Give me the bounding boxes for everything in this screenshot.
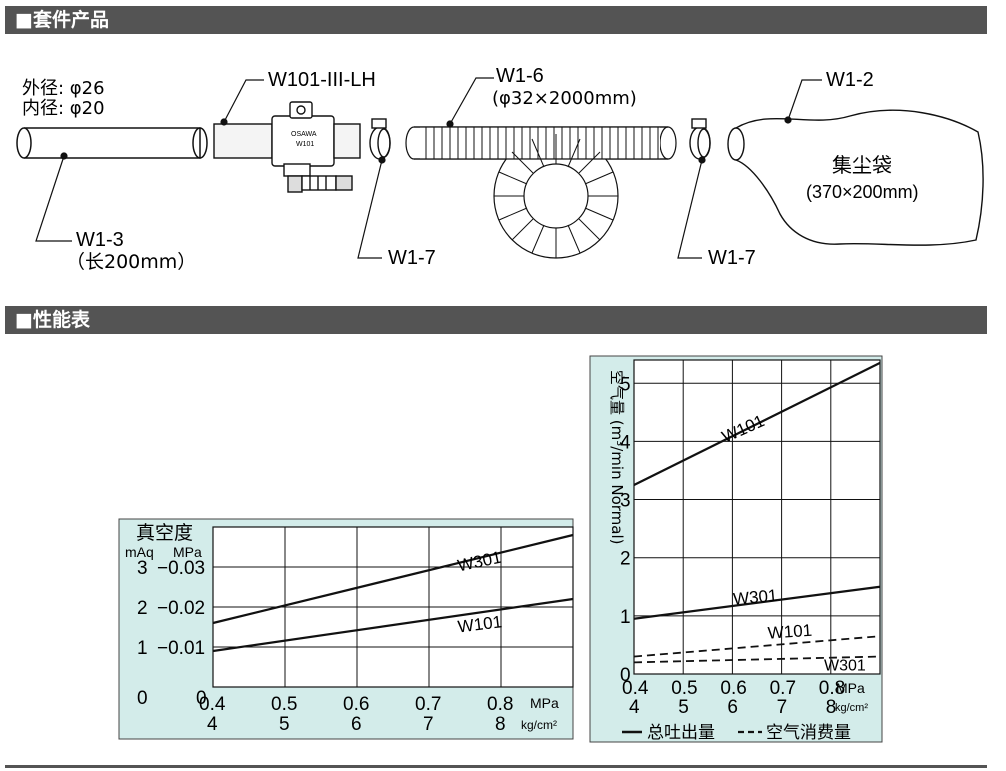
vacuum-x-unit-mpa: MPa — [530, 695, 559, 711]
airflow-x-tick-mpa: 0.8 — [819, 678, 845, 699]
w1-2-dust-bag — [727, 109, 984, 246]
airflow-y-tick: 4 — [620, 432, 631, 453]
vacuum-y-unit-mpa: MPa — [173, 544, 202, 560]
vacuum-x-tick-kg: 4 — [207, 714, 218, 735]
vacuum-x-tick-mpa: 0.4 — [199, 694, 226, 715]
vacuum-x-tick-kg: 8 — [495, 714, 506, 735]
w1-2-name: 集尘袋 — [832, 153, 892, 177]
airflow-y-tick: 0 — [620, 665, 631, 686]
w1-7-left-leader — [357, 156, 386, 259]
airflow-x-unit-mpa: MPa — [836, 680, 865, 696]
vacuum-y-tick-maq: 3 — [137, 558, 148, 579]
vacuum-y-title: 真空度 — [136, 522, 193, 544]
vacuum-y-tick-mpa: −0.02 — [157, 598, 205, 619]
w1-7-clamp-right — [689, 118, 711, 160]
airflow-x-tick-mpa: 0.5 — [671, 678, 697, 699]
vacuum-x-tick-mpa: 0.5 — [271, 694, 297, 715]
kit-diagram: 外径: φ26 内径: φ20 W1-3 （长200mm） OSAWA W101… — [16, 65, 984, 273]
airflow-x-unit-kg: kg/cm² — [835, 702, 868, 714]
airflow-x-tick-mpa: 0.4 — [622, 678, 649, 699]
w1-7-right-label: W1-7 — [708, 247, 756, 269]
airflow-legend-dashed-label: 空气消费量 — [766, 723, 851, 743]
w1-2-leader — [784, 79, 822, 124]
vacuum-y-tick-maq: 2 — [137, 598, 148, 619]
performance-section-header: ■性能表 — [5, 306, 987, 334]
vacuum-x-tick-kg: 5 — [279, 714, 290, 735]
airflow-x-tick-kg: 8 — [826, 697, 837, 718]
vacuum-series-w301 — [212, 533, 574, 625]
w1-3-label: W1-3 — [76, 229, 124, 251]
vacuum-y-tick-maq: 0 — [137, 688, 148, 709]
airflow-y-tick: 5 — [620, 374, 631, 395]
w101-label: W101-III-LH — [268, 69, 376, 91]
airflow-y-tick: 2 — [620, 549, 631, 570]
airflow-x-tick-kg: 4 — [629, 697, 640, 718]
w101-leader — [220, 79, 264, 126]
airflow-y-tick: 1 — [620, 607, 631, 628]
vacuum-series-w101 — [212, 597, 574, 653]
w1-2-size: (370×200mm) — [806, 182, 919, 202]
w1-6-size: (φ32×2000mm) — [492, 88, 637, 109]
airflow-label-w301-total: W301 — [732, 586, 778, 609]
w1-3-pipe — [16, 127, 208, 159]
w101-ejector — [213, 101, 361, 193]
w1-3-outer-diameter: 外径: φ26 — [22, 78, 105, 99]
w101-model-text: W101 — [296, 141, 314, 148]
vacuum-x-tick-mpa: 0.6 — [343, 694, 369, 715]
vacuum-x-tick-mpa: 0.8 — [487, 694, 513, 715]
airflow-series-w101-solid — [633, 361, 881, 487]
airflow-legend-solid-label: 总吐出量 — [647, 723, 715, 743]
airflow-label-w301-consumption: W301 — [824, 657, 866, 674]
w1-2-label: W1-2 — [826, 69, 874, 91]
airflow-series-w301-dashed — [633, 655, 881, 664]
w1-7-clamp-left — [369, 118, 391, 160]
bottom-divider — [5, 765, 987, 768]
w1-3-size: （长200mm） — [66, 251, 196, 273]
vacuum-x-tick-mpa: 0.7 — [415, 694, 441, 715]
airflow-series-w301-solid — [633, 585, 881, 620]
airflow-x-tick-kg: 5 — [678, 697, 689, 718]
w1-6-hose — [405, 126, 677, 259]
vacuum-y-tick-maq: 1 — [137, 638, 148, 659]
w1-6-leader — [446, 77, 494, 128]
airflow-plot-area — [633, 359, 881, 675]
vacuum-x-tick-kg: 6 — [351, 714, 362, 735]
w1-7-right-leader — [677, 156, 706, 259]
airflow-x-tick-mpa: 0.7 — [770, 678, 796, 699]
w1-3-inner-diameter: 内径: φ20 — [22, 98, 105, 119]
vacuum-y-unit-maq: mAq — [125, 544, 154, 560]
vacuum-y-tick-mpa: −0.03 — [157, 558, 205, 579]
airflow-y-title: 空气量 (m³/min Normal) — [608, 370, 626, 544]
w1-7-left-label: W1-7 — [388, 247, 436, 269]
airflow-y-tick: 3 — [620, 491, 631, 512]
vacuum-x-tick-kg: 7 — [423, 714, 434, 735]
airflow-x-tick-mpa: 0.6 — [720, 678, 746, 699]
w1-6-label: W1-6 — [496, 65, 544, 87]
vacuum-y-tick-mpa: −0.01 — [157, 638, 205, 659]
airflow-series-w101-dashed — [633, 635, 881, 658]
airflow-x-tick-kg: 6 — [727, 697, 738, 718]
kit-section-header: ■套件产品 — [5, 6, 987, 34]
airflow-x-tick-kg: 7 — [777, 697, 788, 718]
vacuum-x-unit-kg: kg/cm² — [521, 718, 557, 732]
vacuum-y-tick-mpa: 0 — [196, 688, 207, 709]
w101-brand-text: OSAWA — [291, 131, 317, 138]
w1-3-leader — [35, 152, 72, 242]
airflow-label-w101-consumption: W101 — [767, 621, 813, 643]
